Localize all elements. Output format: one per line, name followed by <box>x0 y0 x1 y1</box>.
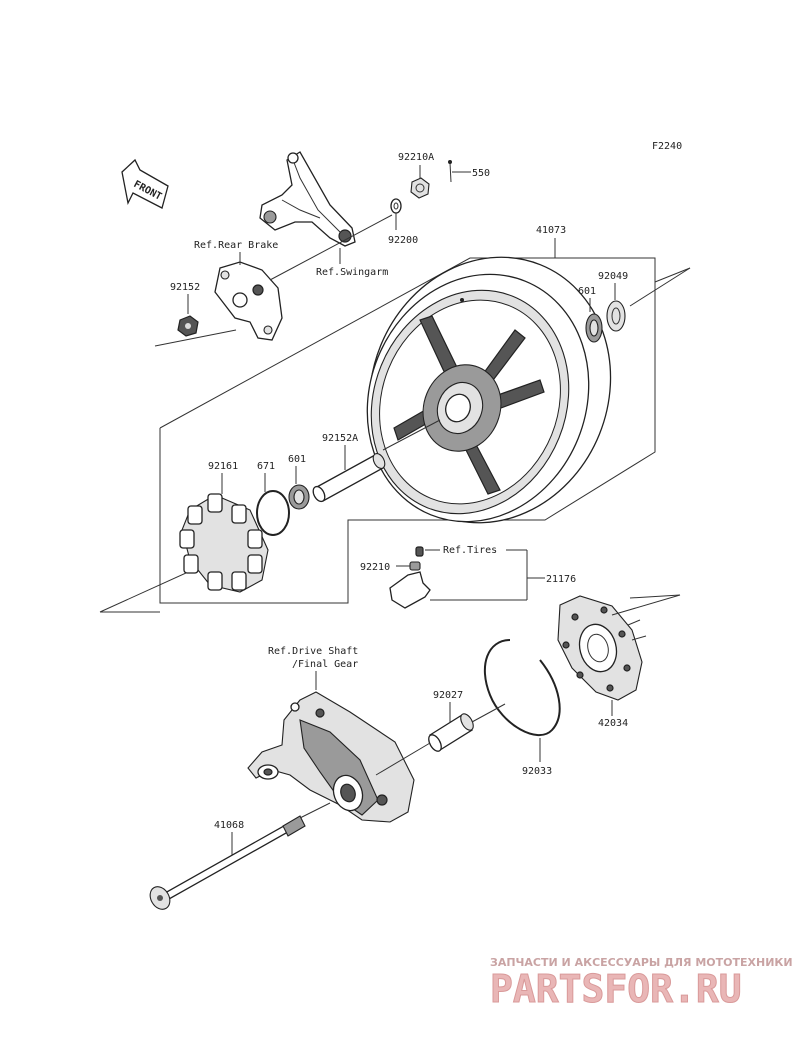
tire-valve-21176 <box>389 546 431 609</box>
axle-41068 <box>149 815 306 910</box>
collar-92027 <box>428 713 474 752</box>
snap-ring-92033 <box>483 639 561 736</box>
label-92161: 92161 <box>208 461 238 472</box>
label-ref-swingarm: Ref.Swingarm <box>316 267 388 278</box>
cotter-pin-550 <box>448 160 452 183</box>
bearing-601-top <box>585 313 603 343</box>
label-92210: 92210 <box>360 562 390 573</box>
label-92152A: 92152A <box>322 433 358 444</box>
damper-92161 <box>179 493 269 593</box>
label-92033: 92033 <box>522 766 552 777</box>
swingarm-bracket <box>259 151 356 247</box>
coupling-42034 <box>557 595 647 701</box>
nut-92152 <box>177 315 199 337</box>
label-550: 550 <box>472 168 490 179</box>
washer-92200 <box>390 198 402 214</box>
label-92152: 92152 <box>170 282 200 293</box>
label-41068: 41068 <box>214 820 244 831</box>
bearing-601-mid <box>288 484 310 510</box>
figure-id: F2240 <box>652 141 682 152</box>
label-ref-drive-shaft-2: /Final Gear <box>292 659 358 670</box>
collar-92152A <box>312 453 386 503</box>
nut-92210A <box>410 177 430 199</box>
label-42034: 42034 <box>598 718 628 729</box>
label-601-mid: 601 <box>288 454 306 465</box>
final-gear-case <box>247 691 415 823</box>
label-92049: 92049 <box>598 271 628 282</box>
o-ring-671 <box>256 490 290 536</box>
label-671: 671 <box>257 461 275 472</box>
rear-wheel-41073 <box>366 256 612 524</box>
rear-brake-bracket <box>214 261 283 341</box>
label-ref-rear-brake: Ref.Rear Brake <box>194 240 278 251</box>
label-92027: 92027 <box>433 690 463 701</box>
label-21176: 21176 <box>546 574 576 585</box>
label-41073: 41073 <box>536 225 566 236</box>
watermark-tagline: ЗАПЧАСТИ И АКСЕССУАРЫ ДЛЯ МОТОТЕХНИКИ <box>490 956 793 969</box>
label-ref-drive-shaft-1: Ref.Drive Shaft <box>268 646 358 657</box>
label-601-top: 601 <box>578 286 596 297</box>
seal-92049 <box>606 300 626 332</box>
label-ref-tires: Ref.Tires <box>443 545 497 556</box>
label-92210A: 92210A <box>398 152 434 163</box>
watermark-logo: PARTSFOR.RU <box>490 967 742 1011</box>
front-arrow-icon: FRONT <box>121 158 169 209</box>
label-92200: 92200 <box>388 235 418 246</box>
